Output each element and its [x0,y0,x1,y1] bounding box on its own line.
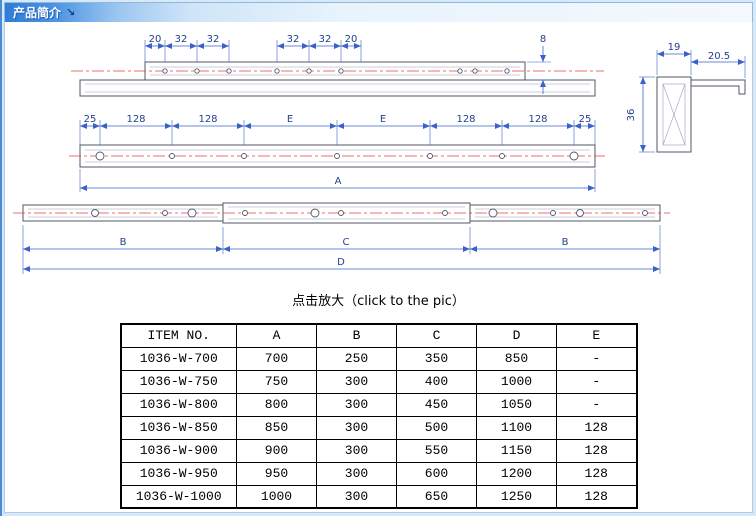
table-cell: 1250 [476,484,557,509]
table-cell: 650 [396,484,477,509]
table-cell: 700 [236,346,317,371]
side-view: 25 128 128 E E 128 128 25 A [69,114,605,192]
table-row: 1036-W-900 900 300 550 1150 128 [120,438,637,463]
table-row: 1036-W-1000 1000 300 650 1250 128 [120,484,637,509]
extended-view: B C B D [13,202,670,274]
dim-label: 32 [175,34,188,45]
slide-rail-technical-drawing[interactable]: 20 32 32 32 32 20 8 [5,22,753,280]
table-cell: 950 [236,461,317,486]
dim-label: 32 [207,34,220,45]
table-cell: 300 [316,369,397,394]
enlarge-link[interactable]: 点击放大（click to the pic） [292,294,465,309]
column-header-b: B [316,323,397,348]
dim-label: 25 [84,114,97,125]
table-cell: 1036-W-800 [120,392,237,417]
table-cell: 850 [236,415,317,440]
table-row: 1036-W-700 700 250 350 850 - [120,346,637,371]
table-row: 1036-W-850 850 300 500 1100 128 [120,415,637,440]
table-cell: 1000 [476,369,557,394]
table-cell: 800 [236,392,317,417]
table-cell: 900 [236,438,317,463]
table-cell: 128 [556,461,637,486]
corner-arrow-icon: ↘ [66,6,76,19]
top-view: 20 32 32 32 32 20 8 [71,34,604,97]
table-cell: 1036-W-900 [120,438,237,463]
dim-label: 32 [319,34,332,45]
table-cell: 850 [476,346,557,371]
dim-label: 32 [287,34,300,45]
dim-label: 128 [456,114,475,125]
table-cell: 300 [316,392,397,417]
dim-label: 128 [198,114,217,125]
table-cell: 300 [316,484,397,509]
table-cell: 1036-W-700 [120,346,237,371]
table-cell: 128 [556,415,637,440]
dim-label: 20.5 [708,51,730,62]
table-header-row: ITEM NO. A B C D E [120,323,637,348]
column-header-a: A [236,323,317,348]
table-cell: 300 [316,438,397,463]
dim-label: E [380,114,386,125]
table-cell: - [556,392,637,417]
dim-label: C [343,237,350,248]
table-cell: 1036-W-1000 [120,484,237,509]
dim-label: B [120,237,127,248]
table-cell: 450 [396,392,477,417]
dim-label: 19 [668,42,681,53]
table-cell: - [556,369,637,394]
table-cell: 1000 [236,484,317,509]
section-view: 19 20.5 36 [626,42,746,153]
dim-label: A [335,176,342,187]
table-cell: 500 [396,415,477,440]
column-header-d: D [476,323,557,348]
column-header-item-no: ITEM NO. [120,323,237,348]
table-cell: 1036-W-950 [120,461,237,486]
column-header-c: C [396,323,477,348]
dim-label: E [287,114,293,125]
table-cell: 1050 [476,392,557,417]
table-cell: 750 [236,369,317,394]
table-cell: 1200 [476,461,557,486]
dim-label: 20 [345,34,358,45]
table-cell: - [556,346,637,371]
table-cell: 1150 [476,438,557,463]
table-cell: 128 [556,438,637,463]
table-row: 1036-W-800 800 300 450 1050 - [120,392,637,417]
spec-table: ITEM NO. A B C D E 1036-W-700 700 250 35… [119,323,638,509]
table-cell: 350 [396,346,477,371]
dim-label: 8 [540,34,546,45]
table-cell: 1036-W-850 [120,415,237,440]
dim-label: 128 [528,114,547,125]
dim-label: B [562,237,569,248]
dim-label: 36 [626,109,637,122]
table-cell: 400 [396,369,477,394]
table-row: 1036-W-950 950 300 600 1200 128 [120,461,637,486]
page-title: 产品简介 [13,6,62,20]
table-cell: 550 [396,438,477,463]
dim-label: 20 [149,34,162,45]
table-cell: 1100 [476,415,557,440]
dim-label: 25 [579,114,592,125]
dim-label: D [337,257,345,268]
table-row: 1036-W-750 750 300 400 1000 - [120,369,637,394]
table-cell: 128 [556,484,637,509]
column-header-e: E [556,323,637,348]
table-cell: 250 [316,346,397,371]
table-cell: 300 [316,461,397,486]
table-cell: 1036-W-750 [120,369,237,394]
content-area: 20 32 32 32 32 20 8 [4,22,753,513]
section-header: 产品简介 ↘ [4,2,753,22]
table-cell: 300 [316,415,397,440]
dim-label: 128 [126,114,145,125]
table-cell: 600 [396,461,477,486]
